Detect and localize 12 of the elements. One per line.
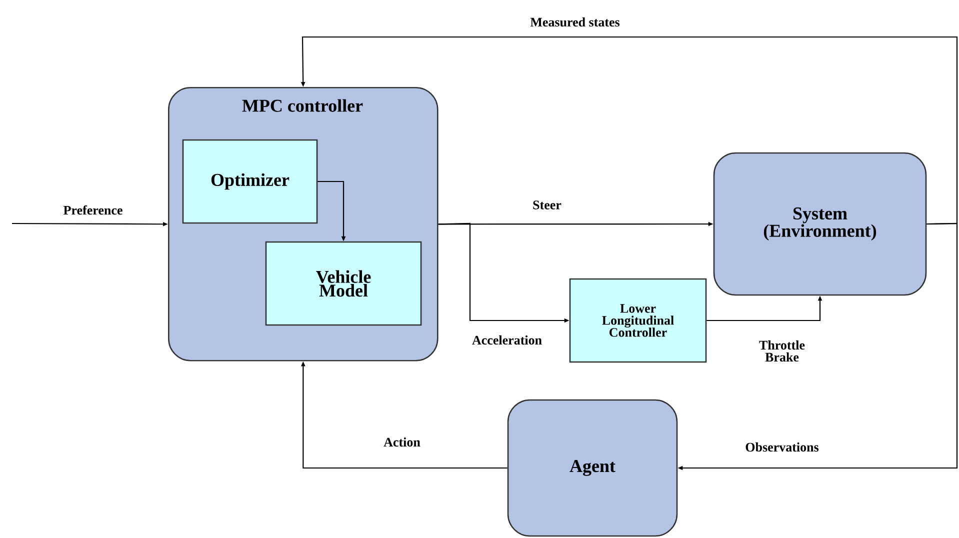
edge-label: Throttle Brake [756, 339, 808, 363]
edge-label: Acceleration [471, 334, 544, 346]
sub-block-box: Optimizer [182, 139, 318, 224]
edge-label: Preference [62, 204, 124, 216]
sub-block-box: Vehicle Model [265, 241, 422, 326]
edge-label: Measured states [529, 16, 621, 28]
edge-label: Action [382, 436, 422, 448]
edge-label: Observations [744, 441, 820, 453]
block-box: Agent [507, 399, 678, 537]
edge-label: Steer [532, 200, 562, 210]
sub-block-box: Lower Longitudinal Controller [569, 278, 707, 363]
block-box: System (Environment) [713, 152, 927, 296]
